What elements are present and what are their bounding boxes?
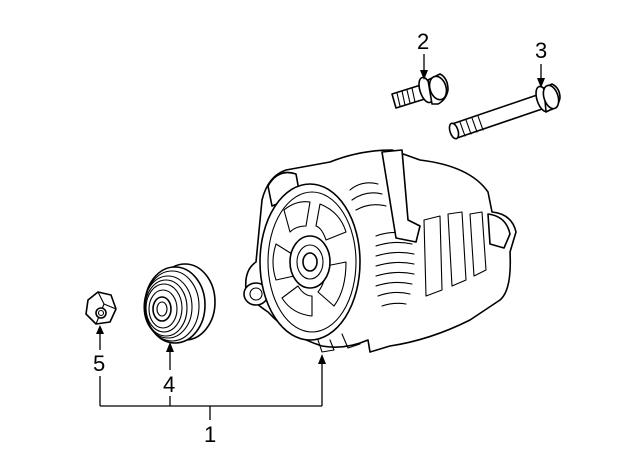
alternator-part[interactable]: [243, 149, 517, 353]
upper-bolt-part[interactable]: [391, 73, 449, 109]
callout-4: 4: [163, 372, 175, 397]
pulley-part[interactable]: [143, 263, 216, 344]
callout-leaders: [96, 54, 545, 420]
callout-3: 3: [535, 38, 547, 63]
callout-5: 5: [93, 351, 105, 376]
callout-1: 1: [204, 422, 216, 447]
nut-part[interactable]: [85, 291, 117, 325]
long-bolt-part[interactable]: [448, 83, 562, 140]
callout-2: 2: [417, 29, 429, 54]
